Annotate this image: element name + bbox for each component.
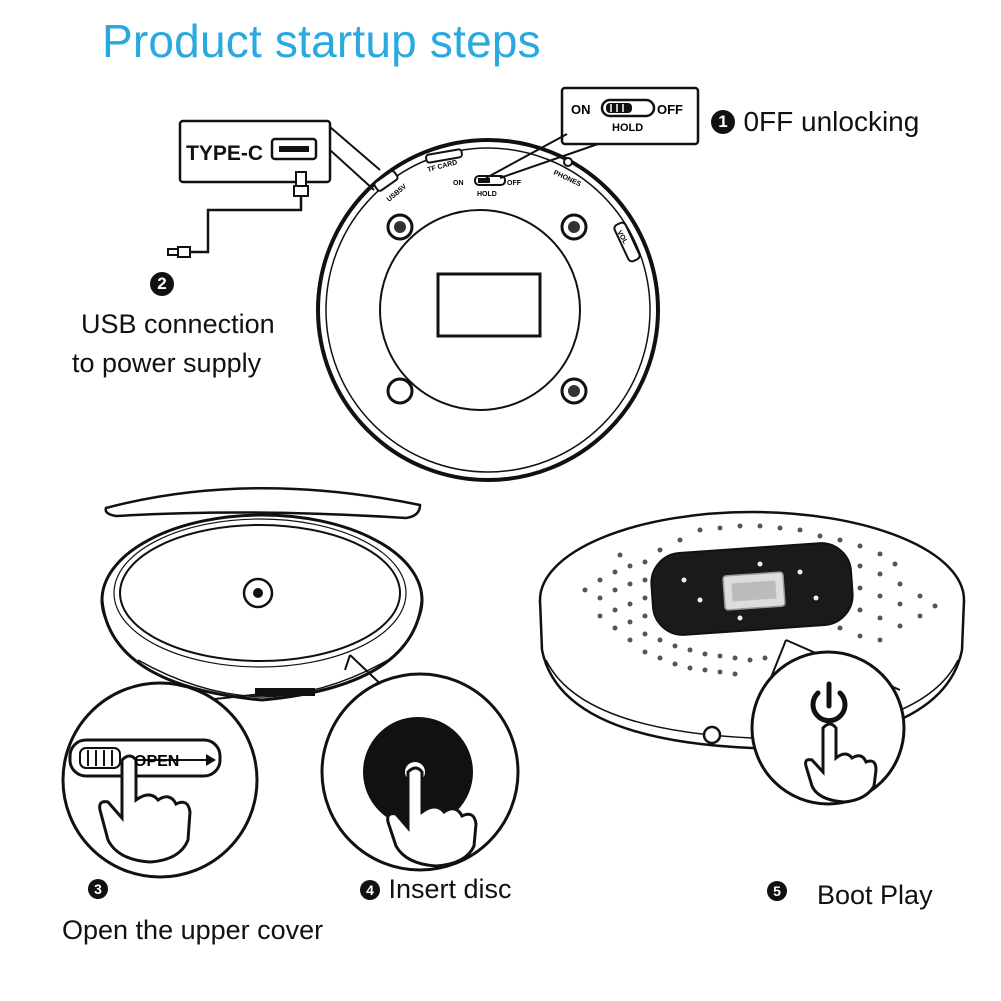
step-4-text: Insert disc xyxy=(388,874,512,904)
page-title: Product startup steps xyxy=(102,15,541,67)
switch-hold-label: HOLD xyxy=(612,122,643,134)
step-1-badge: 1 xyxy=(711,110,735,134)
step-3-badge-wrap: 3 xyxy=(88,879,108,899)
step-2-text-line1: USB connection xyxy=(81,309,275,339)
step-5-badge-wrap: 5 xyxy=(767,881,787,901)
insert-disc-detail xyxy=(320,672,520,872)
lcd-window xyxy=(436,272,542,338)
open-label: OPEN xyxy=(134,753,179,770)
step-3-badge: 3 xyxy=(88,879,108,899)
power-icon xyxy=(810,681,848,724)
power-button-detail xyxy=(750,650,906,806)
step-3-text: Open the upper cover xyxy=(62,915,324,945)
pointing-hand-icon xyxy=(98,754,192,864)
step-1-text: 0FF unlocking xyxy=(743,106,920,137)
pointing-hand-icon xyxy=(804,722,878,804)
step-1-label: 1 0FF unlocking xyxy=(711,106,919,138)
type-c-label: TYPE-C xyxy=(186,142,263,165)
cd-player-bottom-view xyxy=(316,138,660,482)
step-4-badge: 4 xyxy=(360,879,380,900)
open-latch-detail xyxy=(61,681,259,879)
switch-on-label: ON xyxy=(571,102,591,117)
device-switch-hold-label: HOLD xyxy=(477,191,497,198)
step-2-badge-wrap: 2 xyxy=(150,272,174,296)
cd-player-open-illustration xyxy=(100,487,424,711)
step-2-text-line2: to power supply xyxy=(72,348,262,378)
device-switch-off-label: OFF xyxy=(507,180,522,187)
device-switch-on-label: ON xyxy=(453,180,464,187)
step-5-badge: 5 xyxy=(767,881,787,901)
step-4-label: 4 Insert disc xyxy=(360,874,512,905)
type-c-callout xyxy=(167,119,381,258)
switch-off-label: OFF xyxy=(657,102,683,117)
switch-callout xyxy=(485,86,700,179)
step-2-badge: 2 xyxy=(150,272,174,296)
pointing-hand-icon xyxy=(386,766,478,868)
step-5-text: Boot Play xyxy=(817,880,933,910)
